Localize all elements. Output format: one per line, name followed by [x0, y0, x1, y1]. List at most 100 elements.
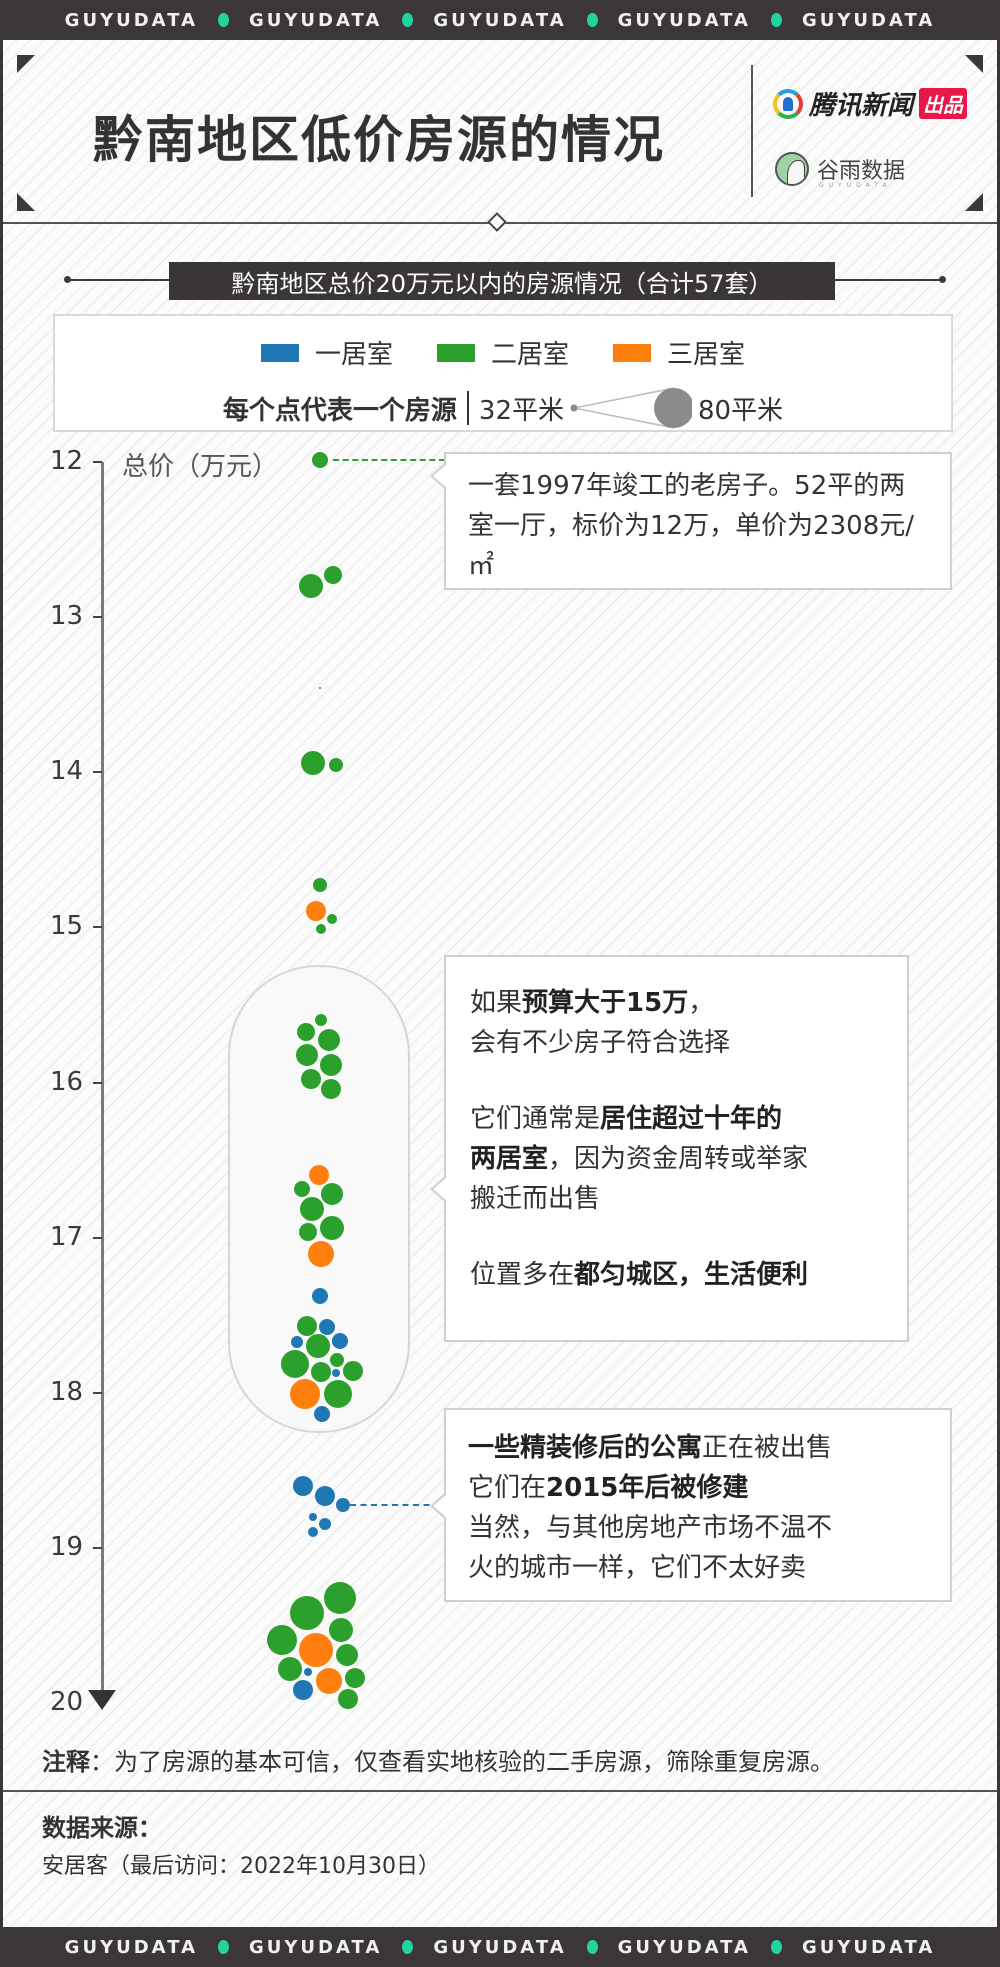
- corner-mark: [965, 55, 983, 73]
- callout-pointer: [430, 1492, 447, 1520]
- listing-dot-2br: [320, 1216, 344, 1240]
- listing-dot-2br: [299, 574, 323, 598]
- axis-tick: [93, 461, 102, 463]
- text-run: ，: [688, 988, 715, 1018]
- legend-label: 一居室: [314, 340, 393, 370]
- listing-dot-1br: [314, 1406, 330, 1422]
- text-run: ，因为资金周转或举家: [548, 1144, 809, 1174]
- banner-dot-icon: [402, 1940, 414, 1954]
- listing-dot-1br: [312, 1288, 328, 1304]
- listing-dot-3br: [316, 1668, 342, 1694]
- legend-swatch-orange: [613, 343, 651, 362]
- text-bold: 2015年后被修建: [546, 1473, 749, 1503]
- banner-dot-icon: [586, 13, 598, 27]
- banner-dot-icon: [218, 13, 229, 27]
- banner-word: GUYUDATA: [433, 1936, 567, 1958]
- listing-dot-1br: [332, 1369, 340, 1377]
- banner-dot-icon: [218, 1940, 229, 1954]
- corner-mark: [965, 193, 983, 211]
- text-run: 如果: [470, 988, 523, 1018]
- listing-dot-1br: [304, 1668, 312, 1676]
- chart-subtitle: 黔南地区总价20万元以内的房源情况（合计57套）: [169, 262, 835, 300]
- size-scale-icon: [570, 387, 692, 429]
- listing-dot-2br: [329, 758, 343, 772]
- listing-dot-1br: [319, 687, 321, 689]
- listing-dot-1br: [319, 1518, 331, 1530]
- legend-swatch-blue: [260, 343, 299, 362]
- guyu-data-logo: 谷雨数据 GUYUDATA: [775, 152, 905, 189]
- text-line: 会有不少房子符合选择: [470, 1028, 731, 1058]
- callout-budget: 如果预算大于15万， 会有不少房子符合选择 它们通常是居住超过十年的 两居室，因…: [430, 955, 909, 1342]
- leader-line-apartments: [350, 1504, 440, 1506]
- produced-badge: 出品: [919, 88, 968, 119]
- listing-dot-1br: [291, 1336, 303, 1348]
- text-bold: 一些精装修后的公寓: [468, 1433, 703, 1463]
- corner-mark: [17, 55, 35, 73]
- listing-dot-2br: [336, 1644, 358, 1666]
- footnote-label: 注释: [42, 1748, 90, 1776]
- banner-word: GUYUDATA: [64, 1936, 198, 1958]
- listing-dot-2br: [324, 1582, 356, 1614]
- banner-word: GUYUDATA: [617, 9, 751, 31]
- listing-dot-2br: [267, 1625, 297, 1655]
- listing-dot-2br: [294, 1181, 310, 1197]
- legend-box: 一居室 二居室 三居室 每个点代表一个房源 32平米 80平米: [53, 314, 953, 432]
- size-caption: 每个点代表一个房源: [222, 395, 457, 426]
- legend-swatch-green: [436, 343, 475, 362]
- listing-dot-2br: [290, 1596, 324, 1630]
- tencent-news-name: 腾讯新闻: [809, 91, 914, 121]
- text-bold: 预算大于15万: [522, 988, 689, 1018]
- listing-dot-2br: [297, 1316, 317, 1336]
- banner-word: GUYUDATA: [617, 1936, 751, 1958]
- text-line: 搬迁而出售: [470, 1184, 601, 1214]
- listing-dot-2br: [301, 751, 325, 775]
- listing-dot-2br: [330, 1353, 344, 1367]
- text-bold: 居住超过十年的: [600, 1104, 783, 1134]
- listing-dot-2br: [321, 1183, 343, 1205]
- banner-dot-icon: [770, 13, 782, 27]
- listing-dot-2br: [329, 1618, 353, 1642]
- legend-label: 二居室: [490, 340, 569, 370]
- listing-dot-2br: [297, 1023, 315, 1041]
- callout-text: 一套1997年竣工的老房子。52平的两室一厅，标价为12万，单价为2308元/㎡: [468, 471, 915, 581]
- listing-dot-2br: [324, 1380, 352, 1408]
- page-title: 黔南地区低价房源的情况: [93, 111, 665, 169]
- listing-dot-2br: [343, 1361, 363, 1381]
- listing-dot-3br: [308, 1241, 334, 1267]
- listing-dot-2br: [327, 914, 337, 924]
- tencent-news-icon: [773, 88, 803, 119]
- listing-dot-3br: [309, 1165, 329, 1185]
- axis-tick-label: 16: [50, 1066, 84, 1097]
- banner-word: GUYUDATA: [433, 9, 567, 31]
- legend-item-2br: 二居室: [436, 334, 569, 371]
- footer-divider: [3, 1790, 997, 1792]
- guyu-data-sub: GUYUDATA: [819, 182, 892, 189]
- text-run: 位置多在: [470, 1260, 575, 1290]
- listing-dot-2br: [278, 1657, 302, 1681]
- text-run: 它们在: [468, 1473, 547, 1503]
- text-run: 它们通常是: [470, 1104, 601, 1134]
- listing-dot-2br: [345, 1668, 365, 1688]
- listing-dot-2br: [316, 924, 326, 934]
- banner-word: GUYUDATA: [801, 1936, 936, 1958]
- listing-dot-1br: [308, 1527, 318, 1537]
- callout-pointer: [430, 1175, 447, 1203]
- axis-tick: [93, 1546, 102, 1549]
- axis-tick: [93, 771, 102, 774]
- source-title: 数据来源：: [42, 1814, 162, 1842]
- axis-tick: [93, 616, 102, 619]
- listing-dot-2br: [306, 1334, 330, 1358]
- listing-dot-1br: [315, 1486, 335, 1506]
- corner-mark: [17, 193, 35, 211]
- axis-tick: [93, 1081, 102, 1084]
- listing-dot-2br: [320, 1054, 342, 1076]
- callout-apartments: 一些精装修后的公寓正在被出售 它们在2015年后被修建 当然，与其他房地产市场不…: [430, 1408, 952, 1602]
- leader-line-12: [333, 459, 445, 461]
- axis-line: [101, 462, 104, 1698]
- axis-tick-label: 15: [50, 911, 84, 942]
- footnote: 注释：为了房源的基本可信，仅查看实地核验的二手房源，筛除重复房源。: [42, 1742, 834, 1777]
- listing-dot-2br: [318, 1029, 340, 1051]
- text-bold: 都匀城区，生活便利: [574, 1260, 809, 1290]
- banner-word: GUYUDATA: [249, 9, 383, 31]
